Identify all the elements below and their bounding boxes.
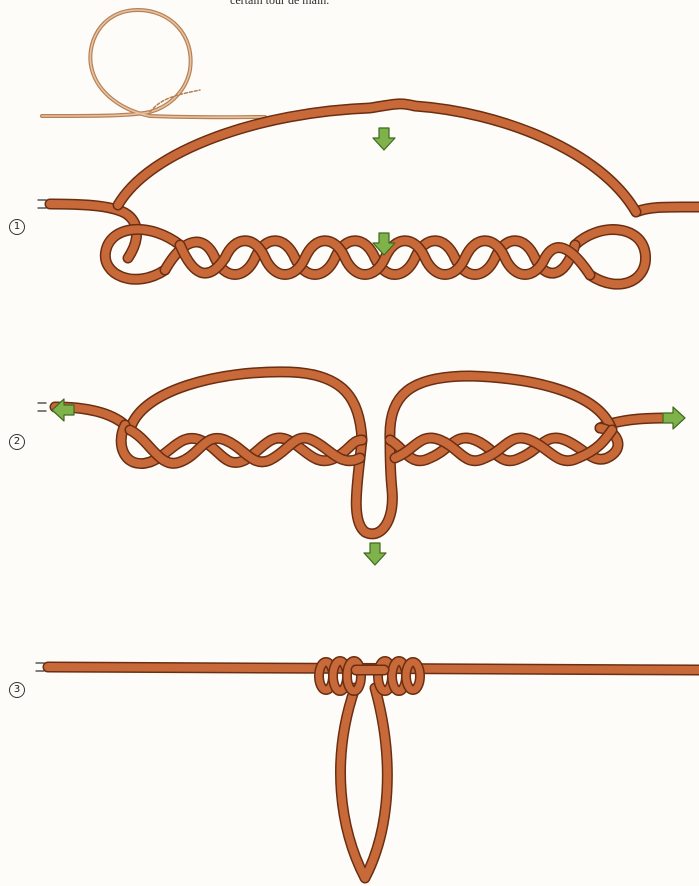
step-1-number: 1 [9, 219, 25, 235]
step-3-number: 3 [9, 682, 25, 698]
twist-strand-left [121, 425, 362, 464]
rope-arch-left [130, 372, 362, 440]
rope-arch [118, 104, 636, 212]
step-2-figure [38, 372, 685, 565]
rope-right-end [636, 207, 699, 212]
step-2-number: 2 [9, 434, 25, 450]
rope-dropper-loop [341, 688, 388, 878]
knot-wraps [319, 661, 420, 691]
twist-strand-right [390, 428, 618, 461]
preview-loop [42, 10, 265, 117]
step-1-figure [38, 104, 699, 284]
step-3-figure [36, 661, 699, 878]
rope-arch-right [390, 376, 612, 440]
